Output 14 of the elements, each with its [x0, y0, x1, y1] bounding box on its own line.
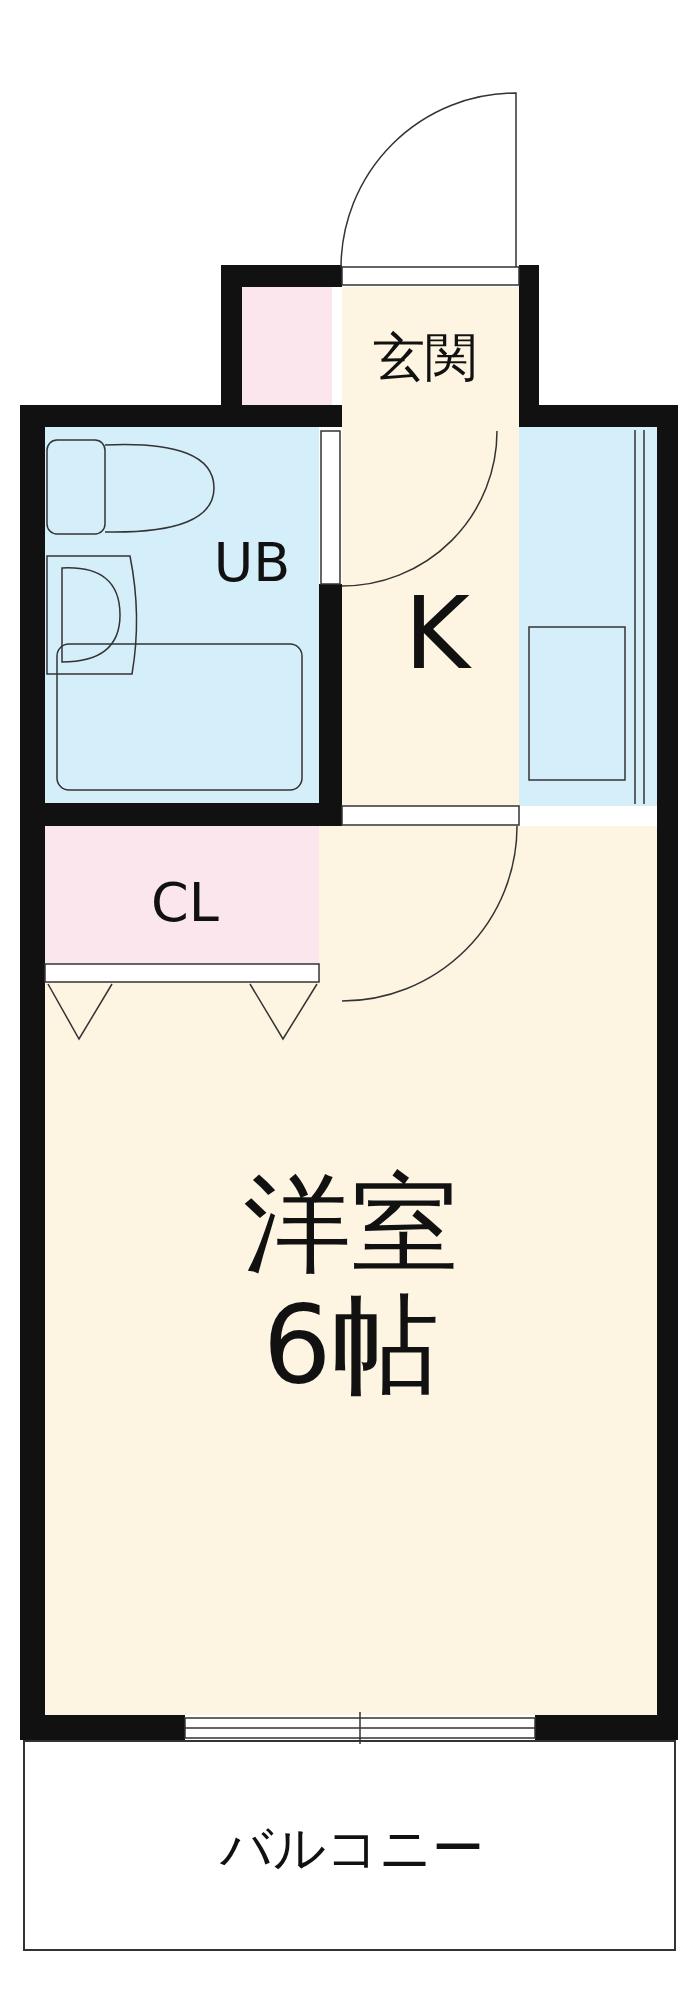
balcony	[23, 1740, 676, 1951]
room-label: K	[404, 584, 470, 684]
room-label: バルコニー	[220, 1822, 484, 1874]
room-label: 玄関	[373, 331, 477, 383]
room	[45, 427, 319, 803]
room	[342, 287, 519, 427]
kitchen-counter	[519, 427, 657, 806]
room-label: 6帖	[262, 1291, 440, 1399]
room	[342, 427, 519, 806]
room-label: UB	[213, 536, 291, 590]
room-label: 洋室	[243, 1170, 459, 1278]
room	[45, 826, 657, 1715]
room-label: CL	[151, 876, 219, 930]
shoe-cabinet	[242, 287, 332, 405]
